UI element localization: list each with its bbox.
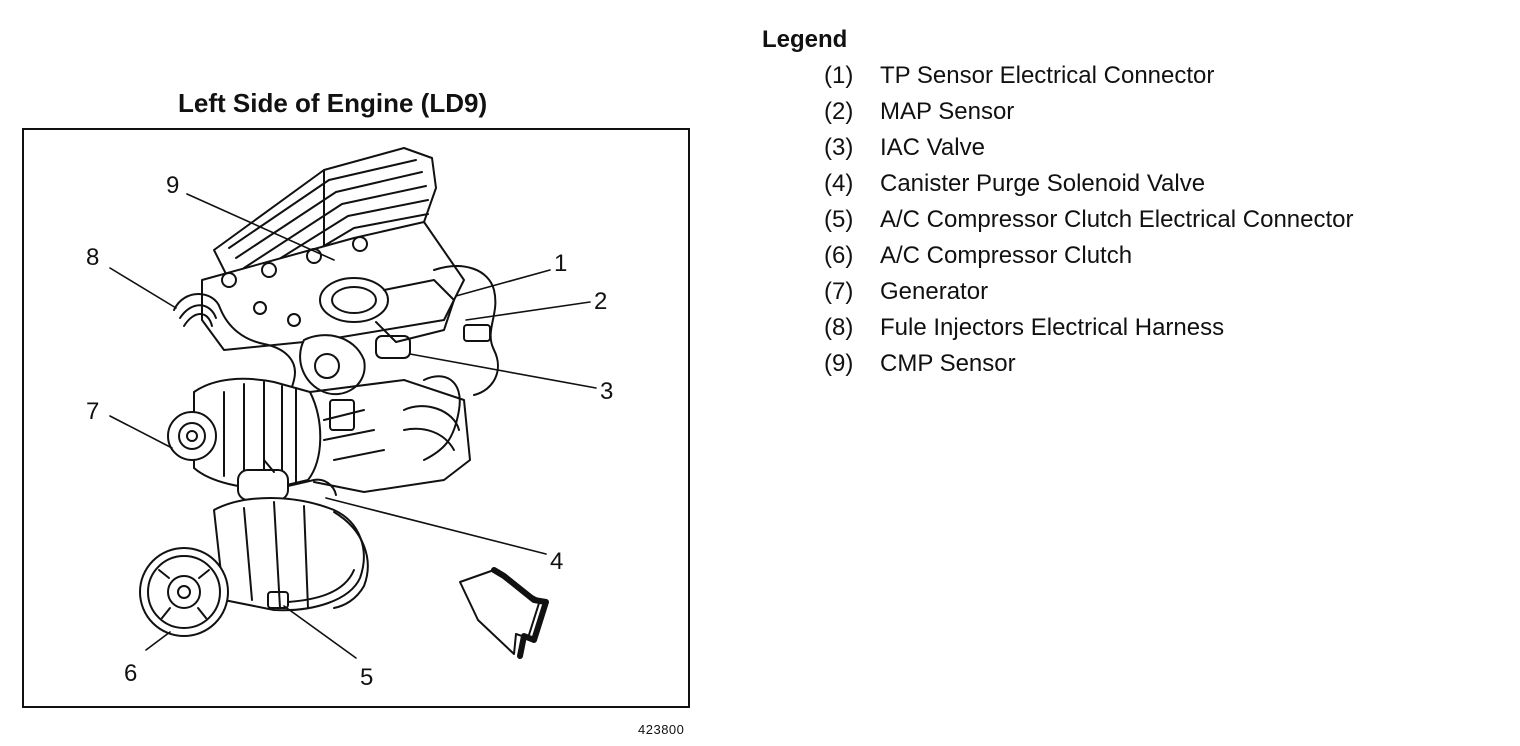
legend-title: Legend [762, 26, 848, 53]
figure-id: 423800 [638, 722, 685, 737]
engine-illustration [109, 147, 597, 659]
generator [167, 377, 322, 490]
callout-3: 3 [600, 378, 614, 405]
legend-label: A/C Compressor Clutch Electrical Connect… [880, 206, 1354, 233]
legend-list: (1) TP Sensor Electrical Connector (2) MAP… [824, 60, 1354, 384]
callout-4: 4 [550, 548, 564, 575]
legend-item: (8) Fule Injectors Electrical Harness [824, 312, 1354, 348]
legend-item: (2) MAP Sensor [824, 96, 1354, 132]
legend-label: MAP Sensor [880, 98, 1015, 125]
legend-item: (7) Generator [824, 276, 1354, 312]
callout-9: 9 [166, 172, 180, 199]
legend-label: A/C Compressor Clutch [880, 242, 1133, 269]
callout-1: 1 [554, 250, 568, 277]
legend-label: TP Sensor Electrical Connector [880, 62, 1215, 89]
legend-number: (2) [824, 98, 854, 125]
legend-item: (6) A/C Compressor Clutch [824, 240, 1354, 276]
callout-2: 2 [594, 288, 608, 315]
legend-number: (5) [824, 206, 854, 233]
callout-5: 5 [360, 664, 374, 691]
throttle-body [299, 277, 455, 396]
engine-diagram-frame: 9 8 1 2 3 7 4 5 6 [22, 128, 690, 708]
legend-number: (7) [824, 278, 854, 305]
legend-number: (6) [824, 242, 854, 269]
callout-8: 8 [86, 244, 100, 271]
leader-lines [109, 193, 597, 659]
legend-item: (3) IAC Valve [824, 132, 1354, 168]
legend-number: (8) [824, 314, 854, 341]
legend-item: (5) A/C Compressor Clutch Electrical Conn… [824, 204, 1354, 240]
legend-label: Fule Injectors Electrical Harness [880, 314, 1225, 341]
legend-label: IAC Valve [880, 134, 985, 161]
callout-6: 6 [124, 660, 138, 687]
callout-7: 7 [86, 398, 100, 425]
harness-right [403, 265, 499, 461]
engine-block [309, 379, 471, 493]
legend-item: (4) Canister Purge Solenoid Valve [824, 168, 1354, 204]
ac-clutch [139, 547, 229, 637]
legend-label: Canister Purge Solenoid Valve [880, 170, 1206, 197]
legend-number: (1) [824, 62, 854, 89]
forward-arrow-icon [459, 567, 549, 659]
legend-item: (1) TP Sensor Electrical Connector [824, 60, 1354, 96]
legend-label: CMP Sensor [880, 350, 1016, 377]
legend-number: (9) [824, 350, 854, 377]
legend-label: Generator [880, 278, 989, 305]
legend-number: (3) [824, 134, 854, 161]
legend-item: (9) CMP Sensor [824, 348, 1354, 384]
ac-compressor [213, 497, 369, 612]
figure-title: Left Side of Engine (LD9) [178, 88, 488, 118]
legend-number: (4) [824, 170, 854, 197]
